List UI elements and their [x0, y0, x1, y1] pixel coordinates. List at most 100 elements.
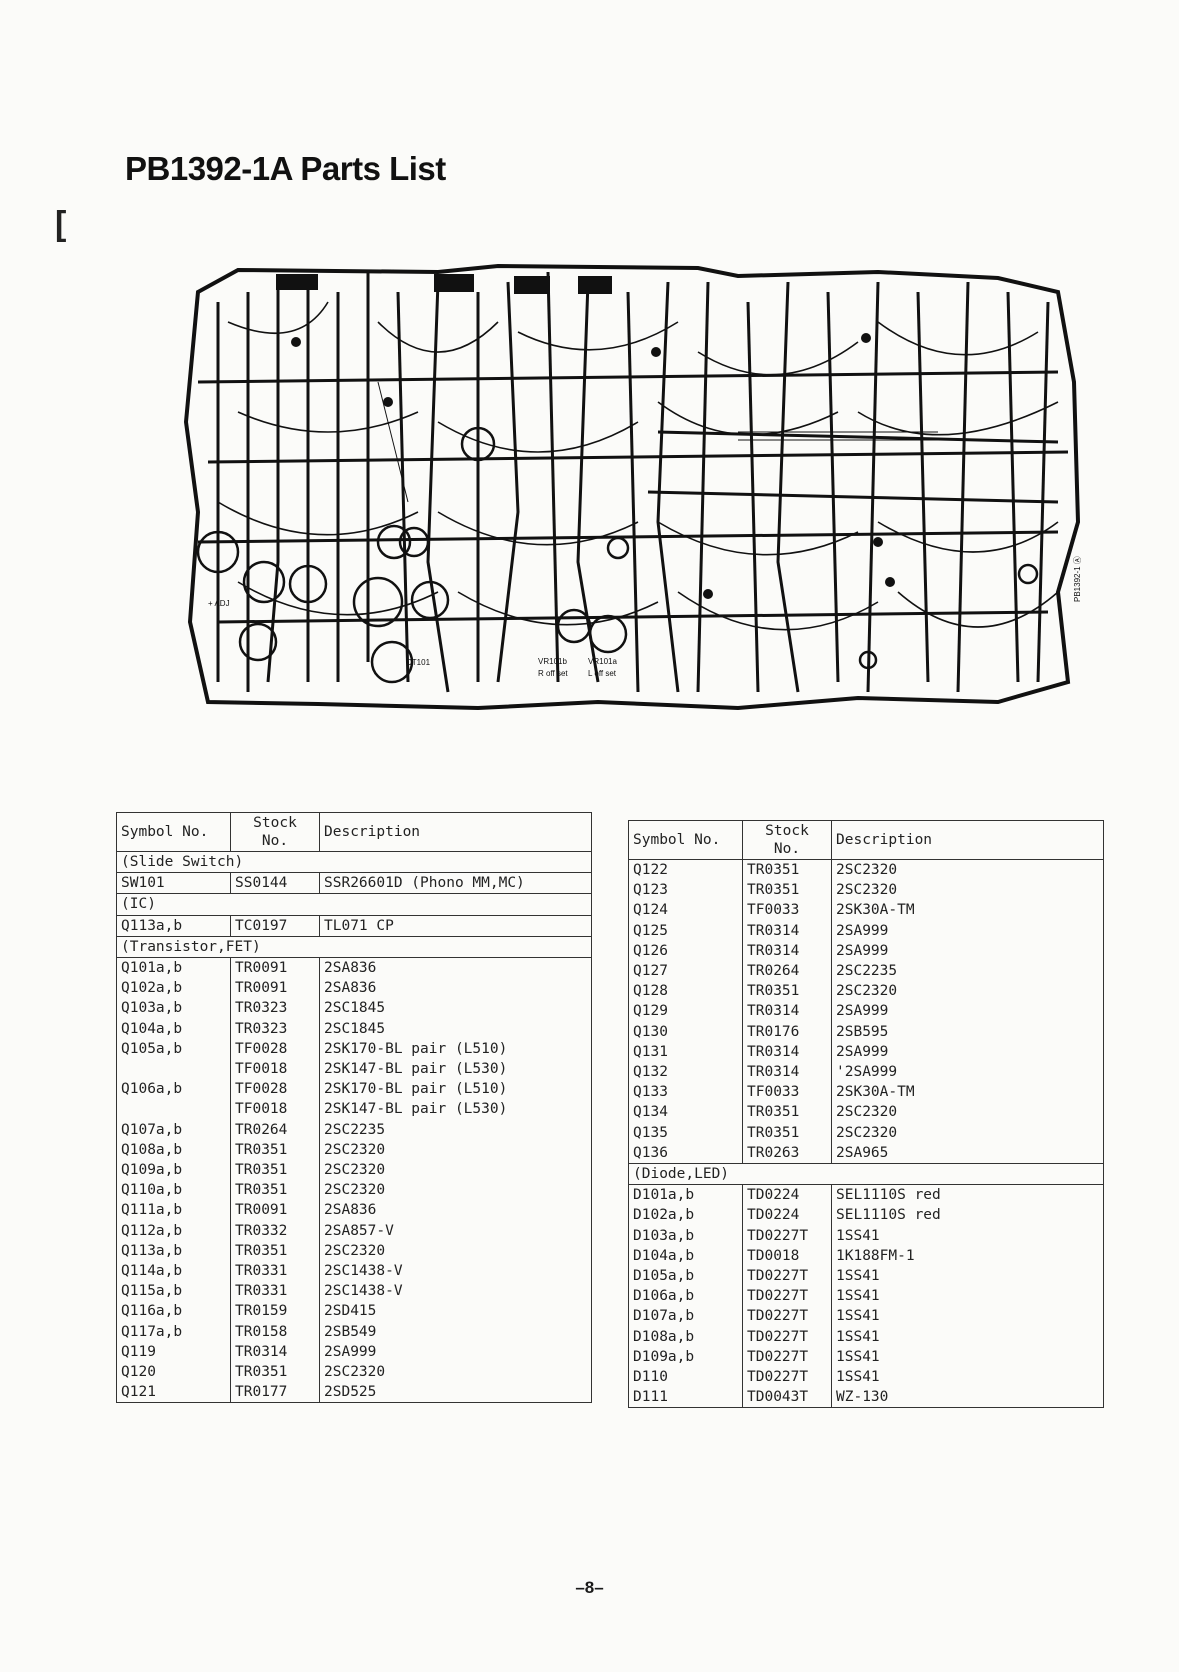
- pcb-layout-drawing: + ADJ VR101b VR101a R off set L off set …: [183, 263, 1082, 711]
- cell-description: 2SC1438-V: [324, 1263, 403, 1280]
- cell-stock: TD0227T: [742, 1266, 832, 1287]
- cell-description: 2SC2320: [324, 1141, 386, 1158]
- pcb-label-r-offset: R off set: [538, 669, 568, 678]
- cell-symbol: Q127: [628, 961, 743, 982]
- cell-description: 2SB549: [324, 1323, 377, 1340]
- cell-symbol: Q134: [628, 1102, 743, 1123]
- cell-symbol: Q114a,b: [116, 1261, 231, 1282]
- cell-stock: TF0028: [230, 1079, 320, 1100]
- cell-description: SEL1110S red: [836, 1187, 941, 1204]
- cell-stock: TD0227T: [742, 1367, 832, 1388]
- cell-description: 2SA836: [324, 980, 377, 997]
- cell-symbol: Q117a,b: [116, 1321, 231, 1342]
- cell-description: 1SS41: [836, 1348, 880, 1365]
- table-row: SW101 SS0144 SSR26601D (Phono MM,MC): [116, 872, 592, 895]
- cell-stock: TR0351: [230, 1180, 320, 1201]
- cell-stock: TR0351: [230, 1362, 320, 1383]
- cell-stock: TD0043T: [742, 1387, 832, 1408]
- cell-stock: TD0227T: [742, 1306, 832, 1327]
- cell-stock: TR0263: [742, 1142, 832, 1164]
- cell-stock: TD0227T: [742, 1286, 832, 1307]
- cell-description: 2SA999: [836, 942, 889, 959]
- cell-stock: TR0351: [742, 1102, 832, 1123]
- cell-symbol: D107a,b: [628, 1306, 743, 1327]
- cell-stock: TD0227T: [742, 1326, 832, 1347]
- cell-symbol: Q105a,b: [116, 1038, 231, 1060]
- cell-stock: TR0331: [230, 1261, 320, 1282]
- cell-stock: TD0018: [742, 1245, 832, 1267]
- cell-stock: TR0158: [230, 1321, 320, 1342]
- cell-description: 2SC2320: [324, 1364, 386, 1381]
- pcb-label-l-offset: L off set: [588, 669, 617, 678]
- cell-stock: TF0033: [742, 1082, 832, 1103]
- cell-description: 1K188FM-1: [836, 1247, 915, 1264]
- table-row: Q113a,b TC0197 TL071 CP: [116, 915, 592, 937]
- cell-symbol: Q112a,b: [116, 1220, 231, 1241]
- cell-stock: TR0091: [230, 957, 320, 979]
- cell-description: 1SS41: [836, 1227, 880, 1244]
- cell-description: 2SC2320: [836, 862, 898, 878]
- cell-symbol: D102a,b: [628, 1205, 743, 1226]
- cell-description: 2SA999: [324, 1343, 377, 1360]
- cell-stock: TR0091: [230, 978, 320, 999]
- header-stock-line2: No.: [773, 841, 801, 857]
- cell-symbol: Q126: [628, 940, 743, 962]
- cell-symbol: Q119: [116, 1341, 231, 1363]
- cell-symbol: Q135: [628, 1122, 743, 1143]
- cell-symbol: D111: [628, 1387, 743, 1408]
- cell-description: 2SK30A-TM: [836, 902, 915, 919]
- cell-symbol: Q115a,b: [116, 1281, 231, 1302]
- cell-stock: TD0227T: [742, 1225, 832, 1246]
- cell-symbol: D101a,b: [628, 1184, 743, 1206]
- cell-symbol: Q121: [116, 1382, 231, 1403]
- page-title: PB1392-1A Parts List: [125, 150, 446, 187]
- cell-description: 2SC2320: [836, 983, 898, 1000]
- cell-stock: TD0224: [742, 1205, 832, 1226]
- cell-stock: TR0351: [742, 859, 832, 881]
- header-stock: Stock No.: [742, 820, 832, 860]
- cell-symbol: D103a,b: [628, 1225, 743, 1246]
- cell-symbol: Q133: [628, 1082, 743, 1103]
- section-row: (Transistor,FET): [116, 935, 592, 959]
- pcb-label-vr101a: VR101a: [588, 657, 617, 666]
- margin-bracket-mark: [: [55, 205, 67, 243]
- cell-symbol: Q125: [628, 920, 743, 941]
- cell-symbol: D106a,b: [628, 1286, 743, 1307]
- cell-stock: TR0351: [742, 880, 832, 901]
- cell-stock: TF0018: [230, 1059, 320, 1080]
- cell-stock: TR0264: [742, 961, 832, 982]
- cell-stock: TR0176: [742, 1021, 832, 1042]
- section-row: (IC): [116, 893, 592, 916]
- cell-stock: TR0351: [230, 1240, 320, 1262]
- cell-symbol: Q116a,b: [116, 1301, 231, 1322]
- cell-description: 2SC2235: [324, 1121, 386, 1138]
- cell-description: 1SS41: [836, 1288, 880, 1305]
- pcb-board-id: PB1392-1 Ⓐ: [1073, 556, 1082, 602]
